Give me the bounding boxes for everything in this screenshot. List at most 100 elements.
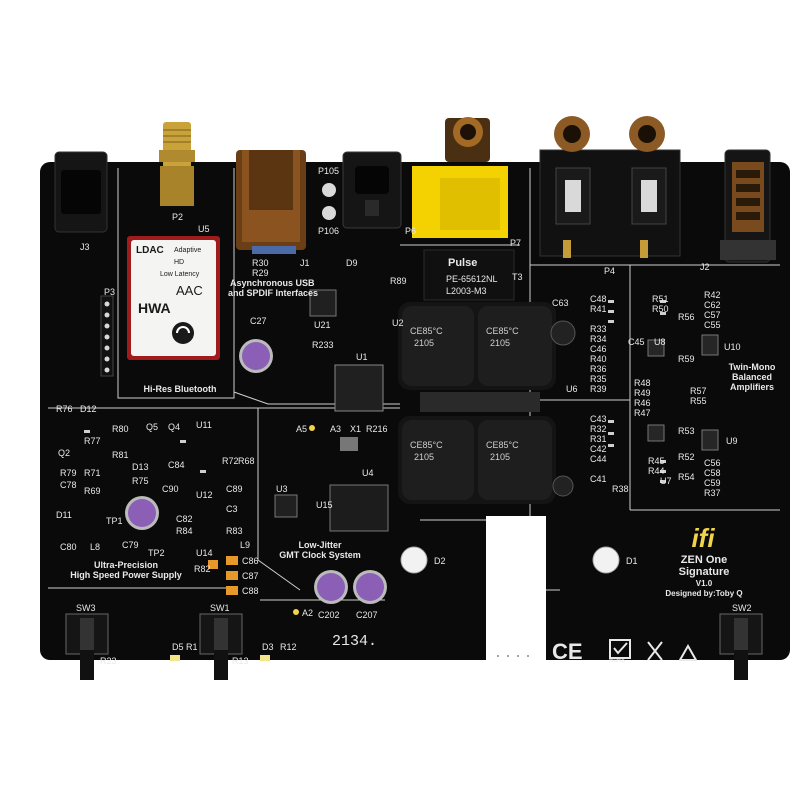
rohs-icon [609,639,631,659]
cap-brand: CE85°C [410,326,443,336]
refdes-C79: C79 [122,540,139,550]
refdes-R82: R82 [194,564,211,574]
refdes-R57: R57 [690,386,707,396]
cap-brand: CE85°C [486,326,519,336]
refdes-R1: R1 [186,642,198,652]
refdes-P105: P105 [318,166,340,176]
refdes-U2: U2 [392,318,404,328]
bluetooth-label: Hi-Res Bluetooth [143,384,217,394]
bt-aac: AAC [176,283,203,298]
date-code: 2134. [332,633,378,650]
refdes-R55: R55 [690,396,707,406]
refdes-R54: R54 [678,472,695,482]
rca-outputs [539,116,681,258]
usb-spdif-label-2: and SPDIF Interfaces [228,288,319,298]
refdes-P7: P7 [510,238,522,248]
refdes-C90: C90 [162,484,179,494]
usb-controller-chip [309,289,337,317]
pcb-board [40,162,790,660]
refdes-R13: R13 [232,656,249,666]
refdes-Q4: Q4 [168,422,181,432]
refdes-R52: R52 [678,452,695,462]
recycle-icon [678,643,698,661]
refdes-U21: U21 [314,320,331,330]
dac-chip [334,364,384,412]
refdes-J1: J1 [300,258,310,268]
refdes-R83: R83 [226,526,243,536]
refdes-U14: U14 [196,548,213,558]
refdes-R80: R80 [112,424,129,434]
refdes-D2: D2 [434,556,446,566]
refdes-C207: C207 [356,610,378,620]
usb-spdif-label-1: Asynchronous USB [230,278,315,288]
bt-low-latency: Low Latency [160,271,200,278]
led [400,546,428,574]
power-label-2: High Speed Power Supply [70,570,182,580]
refdes-C89: C89 [226,484,243,494]
clock-label-1: Low-Jitter [298,540,342,550]
refdes-P6: P6 [405,226,417,236]
refdes-TP1: TP1 [106,516,123,526]
refdes-R72: R72 [222,456,239,466]
refdes-SW3: SW3 [76,603,96,613]
refdes-U11: U11 [196,420,212,430]
smd-components [84,300,666,483]
refdes-U1: U1 [356,352,368,362]
refdes-J2: J2 [700,262,710,272]
refdes-R233: R233 [312,340,334,350]
bluetooth-module [127,236,220,360]
refdes-R23: R23 [100,656,117,666]
refdes-U10: U10 [724,342,741,352]
pulse-transformer [423,249,515,301]
compliance-marks [609,639,698,661]
refdes-D9: D9 [346,258,358,268]
refdes-U7: U7 [660,476,672,486]
refdes-C87: C87 [242,571,259,581]
refdes-U5: U5 [198,224,210,234]
dc-jack [54,151,108,233]
refdes-D1: D1 [626,556,638,566]
refdes-C82: C82 [176,514,193,524]
antenna-connector [159,122,195,206]
chip [274,494,298,518]
refdes-R38: R38 [612,484,629,494]
refdes-P2: P2 [172,212,184,222]
refdes-C84: C84 [168,460,185,470]
orange-capacitors [208,556,238,595]
refdes-C63: C63 [552,298,569,308]
capacitor [550,320,576,346]
optical-spdif-port [342,151,402,229]
bt-hd: HD [174,259,185,266]
refdes-D11: D11 [56,510,72,520]
dots [497,655,529,657]
refdes-D5: D5 [172,642,184,652]
refdes-R29: R29 [252,268,269,278]
usb-connector [236,150,306,254]
switch [199,613,243,680]
refdes-R79: R79 [60,468,77,478]
product-name-1: ZEN One [680,554,728,566]
bt-adaptive: Adaptive [174,247,202,254]
refdes-SW1: SW1 [210,603,230,613]
crystal [340,437,358,451]
refdes-C202: C202 [318,610,340,620]
checkmark-icon [613,642,628,655]
refdes-A3: A3 [330,424,342,434]
refdes-X1: X1 [350,424,362,434]
refdes-D13: D13 [132,462,149,472]
electrolytic-capacitors [398,302,556,504]
refdes-C80: C80 [60,542,77,552]
test-pad [322,206,336,220]
led [592,546,620,574]
brand-logo: ifi [691,523,715,553]
refdes-U6: U6 [566,384,578,394]
ce-mark: CE [552,639,583,664]
refdes-R30: R30 [252,258,269,268]
balanced-label-1: Twin-Mono [728,362,776,372]
refdes-R68: R68 [238,456,255,466]
refdes-C78: C78 [60,480,77,490]
cap-code: 2105 [490,338,511,348]
